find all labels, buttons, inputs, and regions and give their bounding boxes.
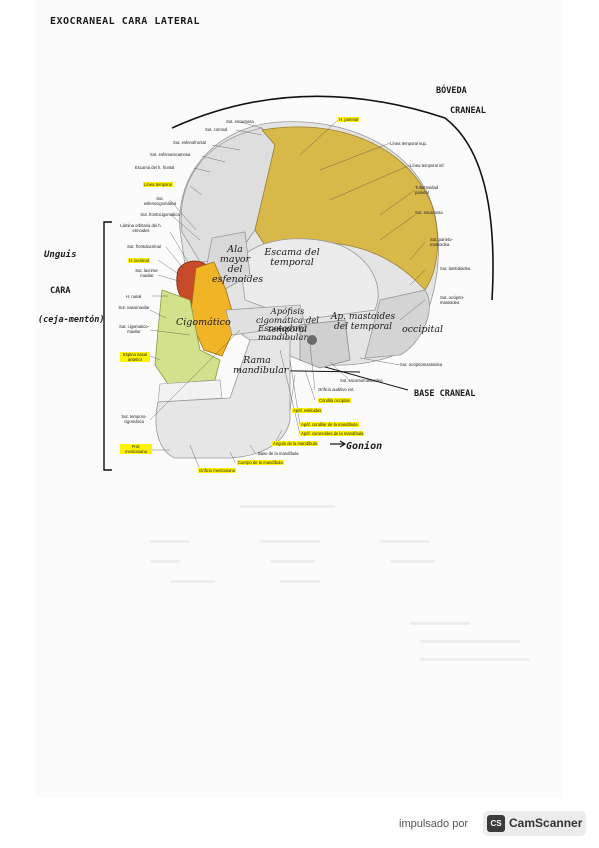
label-sut-esfenocigomatica: Sut. esfenocigomática xyxy=(143,196,177,206)
note-rama-mandibular: Rama mandibular xyxy=(233,355,289,376)
auditory-meatus xyxy=(307,335,317,345)
base-craneal-label: BASE CRANEAL xyxy=(414,389,476,399)
label-apof-estiloides: Apóf. estiloides xyxy=(292,408,323,413)
bleedthrough-mark xyxy=(410,622,470,625)
label-sut-occipito-mastoidea: Sut. occipito-mastoidea xyxy=(440,295,465,305)
bleedthrough-mark xyxy=(390,560,435,563)
label-tuberosidad-parietal: Tuberosidad parietal xyxy=(415,185,439,195)
label-sut-lambdoidea: Sut. lambdoidea xyxy=(440,266,471,271)
maxilla xyxy=(154,289,221,385)
note-escama-temporal: Escama del temporal xyxy=(264,247,320,268)
ceja-menton-label: (ceja-mentón) xyxy=(38,315,105,325)
label-sut-escamosa: Sut. escamosa xyxy=(226,119,254,124)
label-apof-coronoides: Apóf. coronoides de la mandíbula xyxy=(300,431,365,436)
label-apof-condilar: Apóf. condilar de la mandíbula xyxy=(300,422,359,427)
label-linea-temporal: Línea temporal xyxy=(143,182,173,187)
label-h-nasal: H. nasal xyxy=(126,294,142,299)
label-sut-temporo-cigomatica: Sut. temporo-cigomática xyxy=(121,414,147,424)
label-prot-mentoniana: Prot. mentoniana xyxy=(120,444,152,454)
occipital-bone xyxy=(364,289,430,359)
label-linea-temporal-sup: Línea temporal sup. xyxy=(390,141,428,146)
cara-bracket xyxy=(103,221,112,471)
label-sut-esfenoescamosa: Sut. esfenoescamosa xyxy=(150,152,191,157)
bleedthrough-mark xyxy=(380,540,430,543)
right-pointer-lines xyxy=(189,119,426,471)
label-sut-occipitomastoidea: Sut. occipitomastoidea xyxy=(400,362,443,367)
temporal-bone xyxy=(239,238,379,321)
note-apof-cigomatica: Apófisis cigomática del temporal xyxy=(255,307,320,335)
gonion-label: Gonion xyxy=(346,441,383,452)
note-cigomatico: Cigomático xyxy=(176,317,231,328)
gonion-arrowhead xyxy=(339,440,347,448)
camscanner-brand: CamScanner xyxy=(509,816,583,830)
label-base-mandibula: Base de la mandíbula xyxy=(258,451,299,456)
bleedthrough-mark xyxy=(260,540,320,543)
label-condilo-occipital: Cóndilo occipital xyxy=(318,398,351,403)
mastoid-region xyxy=(299,319,351,369)
left-pointer-lines xyxy=(147,121,263,451)
mandible xyxy=(155,337,291,459)
bleedthrough-mark xyxy=(280,580,320,583)
label-lamina-orbitaria: Lámina orbitaria del h. etmoides xyxy=(120,223,162,233)
note-escotadura: Escotadura mandibular xyxy=(258,324,308,343)
page-title: EXOCRANEAL CARA LATERAL xyxy=(50,16,200,27)
label-escama-frontal: Escama del h. frontal xyxy=(135,165,175,170)
label-h-parietal: H. parietal xyxy=(338,117,360,122)
note-ap-mastoides: Ap. mastoides del temporal xyxy=(330,312,396,332)
boveda-bracket xyxy=(171,95,494,301)
label-orificio-auditivo: Orificio auditivo ext. xyxy=(318,387,355,392)
boveda-label-line2: CRANEAL xyxy=(450,106,486,116)
label-linea-temporal-inf: Línea temporal inf. xyxy=(410,163,445,168)
note-ala-mayor: Ala mayor del esfenoides xyxy=(212,244,264,285)
label-sut-nasomaxilar: Sut. nasomaxilar xyxy=(118,305,150,310)
bleedthrough-mark xyxy=(150,540,190,543)
bleedthrough-mark xyxy=(150,560,180,563)
camscanner-badge[interactable]: CS CamScanner xyxy=(483,811,586,836)
bleedthrough-mark xyxy=(420,658,530,661)
label-sut-parieto-mastoidea: Sut. parieto-mastoidea xyxy=(430,237,453,247)
label-cuerpo-mandibula: Cuerpo de la mandíbula xyxy=(237,460,284,465)
bleedthrough-mark xyxy=(170,580,215,583)
label-sut-coronal: Sut. coronal xyxy=(205,127,228,132)
bleedthrough-mark xyxy=(270,560,315,563)
label-espina-nasal: Espina nasal anterior xyxy=(120,352,150,362)
label-h-lacrimal: H. lacrimal xyxy=(128,258,150,263)
note-occipital: occipital xyxy=(402,324,444,335)
unguis-label: Unguis xyxy=(44,250,77,260)
bleedthrough-mark xyxy=(420,640,520,643)
label-sut-escamosa-right: Sut. escamosa xyxy=(415,210,443,215)
cara-label: CARA xyxy=(50,286,71,296)
bleedthrough-mark xyxy=(240,505,335,508)
label-orificio-mentoniano: Orificio mentoniano xyxy=(198,468,237,473)
powered-by-text: impulsado por xyxy=(399,818,469,830)
upper-teeth xyxy=(157,379,223,403)
boveda-label-line1: BÓVEDA xyxy=(436,86,467,96)
label-sut-esfenofrontal: Sut. esfenofrontal xyxy=(173,140,206,145)
label-sut-frontocigomatica: Sut. frontocigomática xyxy=(140,212,180,217)
label-sut-cigomatico-maxilar: Sut. cigomatico-maxilar xyxy=(118,324,150,334)
label-sut-escamomastoidea: Sut. escamomastoidea xyxy=(340,378,383,383)
label-angulo-mandibula: Ángulo de la mandíbula xyxy=(272,441,319,446)
label-sut-frontolacrimal: Sut. frontolacrimal xyxy=(127,244,161,249)
label-sut-lacrimo-maxilar: Sut. lacrimo-maxilar xyxy=(135,268,159,278)
camscanner-logo-icon: CS xyxy=(487,815,505,832)
